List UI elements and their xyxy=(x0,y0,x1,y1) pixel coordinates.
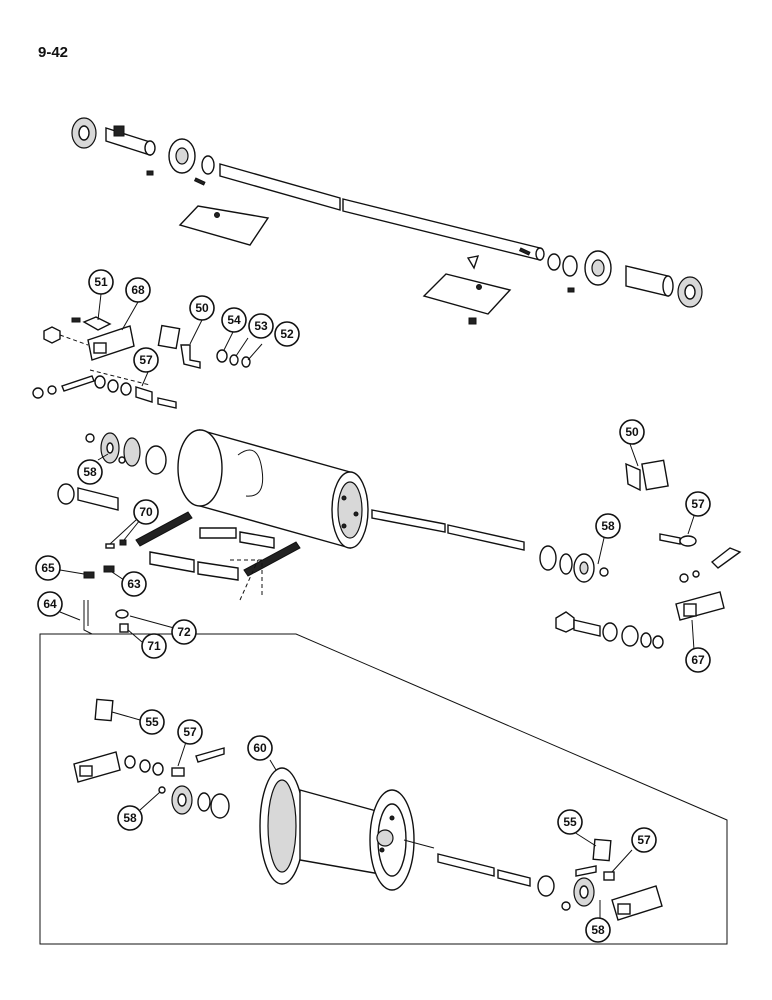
callout-67: 67 xyxy=(685,647,711,673)
svg-text:70: 70 xyxy=(139,505,153,519)
callout-70: 70 xyxy=(133,499,159,525)
svg-text:57: 57 xyxy=(139,353,153,367)
svg-text:72: 72 xyxy=(177,625,191,639)
callout-55: 55 xyxy=(139,709,165,735)
svg-text:54: 54 xyxy=(227,313,241,327)
svg-text:58: 58 xyxy=(601,519,615,533)
svg-text:65: 65 xyxy=(41,561,55,575)
callout-57: 57 xyxy=(631,827,657,853)
page-number: 9-42 xyxy=(38,44,69,61)
svg-text:71: 71 xyxy=(147,639,161,653)
svg-text:63: 63 xyxy=(127,577,141,591)
callout-68: 68 xyxy=(125,277,151,303)
svg-text:52: 52 xyxy=(280,327,294,341)
callout-58: 58 xyxy=(595,513,621,539)
svg-text:68: 68 xyxy=(131,283,145,297)
inset-frame xyxy=(39,633,728,945)
callout-53: 53 xyxy=(248,313,274,339)
callout-64: 64 xyxy=(37,591,63,617)
svg-text:60: 60 xyxy=(253,741,267,755)
callout-65: 65 xyxy=(35,555,61,581)
callout-55: 55 xyxy=(557,809,583,835)
svg-text:57: 57 xyxy=(691,497,705,511)
callout-50: 50 xyxy=(619,419,645,445)
svg-text:50: 50 xyxy=(195,301,209,315)
callout-63: 63 xyxy=(121,571,147,597)
svg-text:67: 67 xyxy=(691,653,705,667)
callout-60: 60 xyxy=(247,735,273,761)
svg-text:57: 57 xyxy=(637,833,651,847)
callout-72: 72 xyxy=(171,619,197,645)
leader-lines xyxy=(59,293,695,918)
svg-text:55: 55 xyxy=(145,715,159,729)
callout-58: 58 xyxy=(585,917,611,943)
main-drum-assembly xyxy=(57,429,742,649)
svg-text:55: 55 xyxy=(563,815,577,829)
svg-text:58: 58 xyxy=(83,465,97,479)
top-shaft-assembly xyxy=(71,117,703,325)
left-bracket-group xyxy=(32,316,251,409)
callout-57: 57 xyxy=(685,491,711,517)
callout-52: 52 xyxy=(274,321,300,347)
inset-drum-assembly xyxy=(73,698,663,921)
svg-text:58: 58 xyxy=(123,811,137,825)
svg-text:50: 50 xyxy=(625,425,639,439)
svg-text:53: 53 xyxy=(254,319,268,333)
svg-text:51: 51 xyxy=(94,275,108,289)
callout-58: 58 xyxy=(117,805,143,831)
svg-text:64: 64 xyxy=(43,597,57,611)
callout-71: 71 xyxy=(141,633,167,659)
callout-54: 54 xyxy=(221,307,247,333)
callout-58: 58 xyxy=(77,459,103,485)
callout-57: 57 xyxy=(177,719,203,745)
callout-51: 51 xyxy=(88,269,114,295)
callout-57: 57 xyxy=(133,347,159,373)
svg-text:58: 58 xyxy=(591,923,605,937)
callout-50: 50 xyxy=(189,295,215,321)
svg-text:57: 57 xyxy=(183,725,197,739)
